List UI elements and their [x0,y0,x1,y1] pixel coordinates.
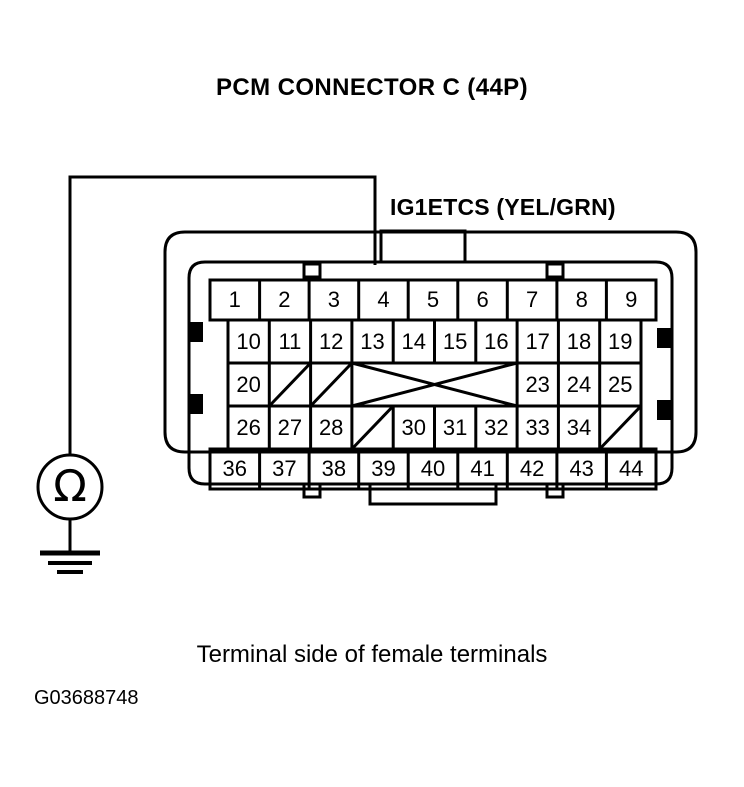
terminal-pin-38: 38 [321,456,347,481]
terminal-pin-18: 18 [566,329,592,354]
terminal-pin-39: 39 [371,456,396,481]
terminal-pin-5: 5 [426,287,440,312]
terminal-pin-19: 19 [608,329,633,354]
terminal-pin-16: 16 [484,329,509,354]
terminal-pin-33: 33 [525,415,550,440]
terminal-pin-6: 6 [476,287,489,312]
top-receptacle-slot [379,229,467,264]
figure-code: G03688748 [34,687,139,709]
row3-crossed-out-span [351,361,518,408]
terminal-pin-25: 25 [608,372,633,397]
terminal-pin-20: 20 [236,372,261,397]
terminal-pin-12: 12 [318,329,344,354]
terminal-row-2 [226,318,643,365]
test-probe-wire [68,175,377,455]
terminal-pin-37: 37 [272,456,297,481]
terminal-pin-4: 4 [377,287,390,312]
housing-latch-blocks [188,322,672,420]
terminal-pin-41: 41 [470,456,495,481]
terminal-pin-26: 26 [236,415,261,440]
terminal-pin-23: 23 [525,372,550,397]
terminal-pin-17: 17 [525,329,550,354]
terminal-pin-28: 28 [318,415,344,440]
terminal-row-5 [208,447,658,491]
terminal-pin-36: 36 [222,456,248,481]
terminal-pin-42: 42 [519,456,545,481]
terminal-pin-1: 1 [228,287,241,312]
figure-caption: Terminal side of female terminals [196,641,548,668]
row4-blank-slash-marks [350,404,643,451]
terminal-pin-13: 13 [360,329,385,354]
terminal-pin-31: 31 [442,415,468,440]
terminal-pin-3: 3 [327,287,341,312]
terminal-pin-15: 15 [442,329,468,354]
terminal-pin-11: 11 [278,329,302,354]
terminal-pin-44: 44 [618,456,644,481]
terminal-pin-8: 8 [575,287,588,312]
terminal-pin-34: 34 [566,415,592,440]
terminal-pin-7: 7 [525,287,539,312]
terminal-pin-14: 14 [401,329,427,354]
page-title: PCM CONNECTOR C (44P) [216,74,528,101]
row3-blank-slash-marks [268,361,353,408]
top-keying-tabs [302,262,565,279]
terminal-pin-27: 27 [277,415,303,440]
wire-label-ig1etcs: IG1ETCS (YEL/GRN) [390,194,616,220]
omega-glyph: Ω [53,461,87,512]
chassis-ground-icon [40,550,100,574]
terminal-pin-30: 30 [401,415,427,440]
connector-outer-shell [163,230,698,454]
bottom-keying-tabs [302,482,565,506]
terminal-pin-43: 43 [569,456,594,481]
terminal-pin-9: 9 [625,287,638,312]
terminal-pin-32: 32 [484,415,509,440]
terminal-pin-2: 2 [278,287,291,312]
terminal-pin-24: 24 [566,372,592,397]
terminal-pin-10: 10 [236,329,261,354]
terminal-pin-40: 40 [420,456,446,481]
